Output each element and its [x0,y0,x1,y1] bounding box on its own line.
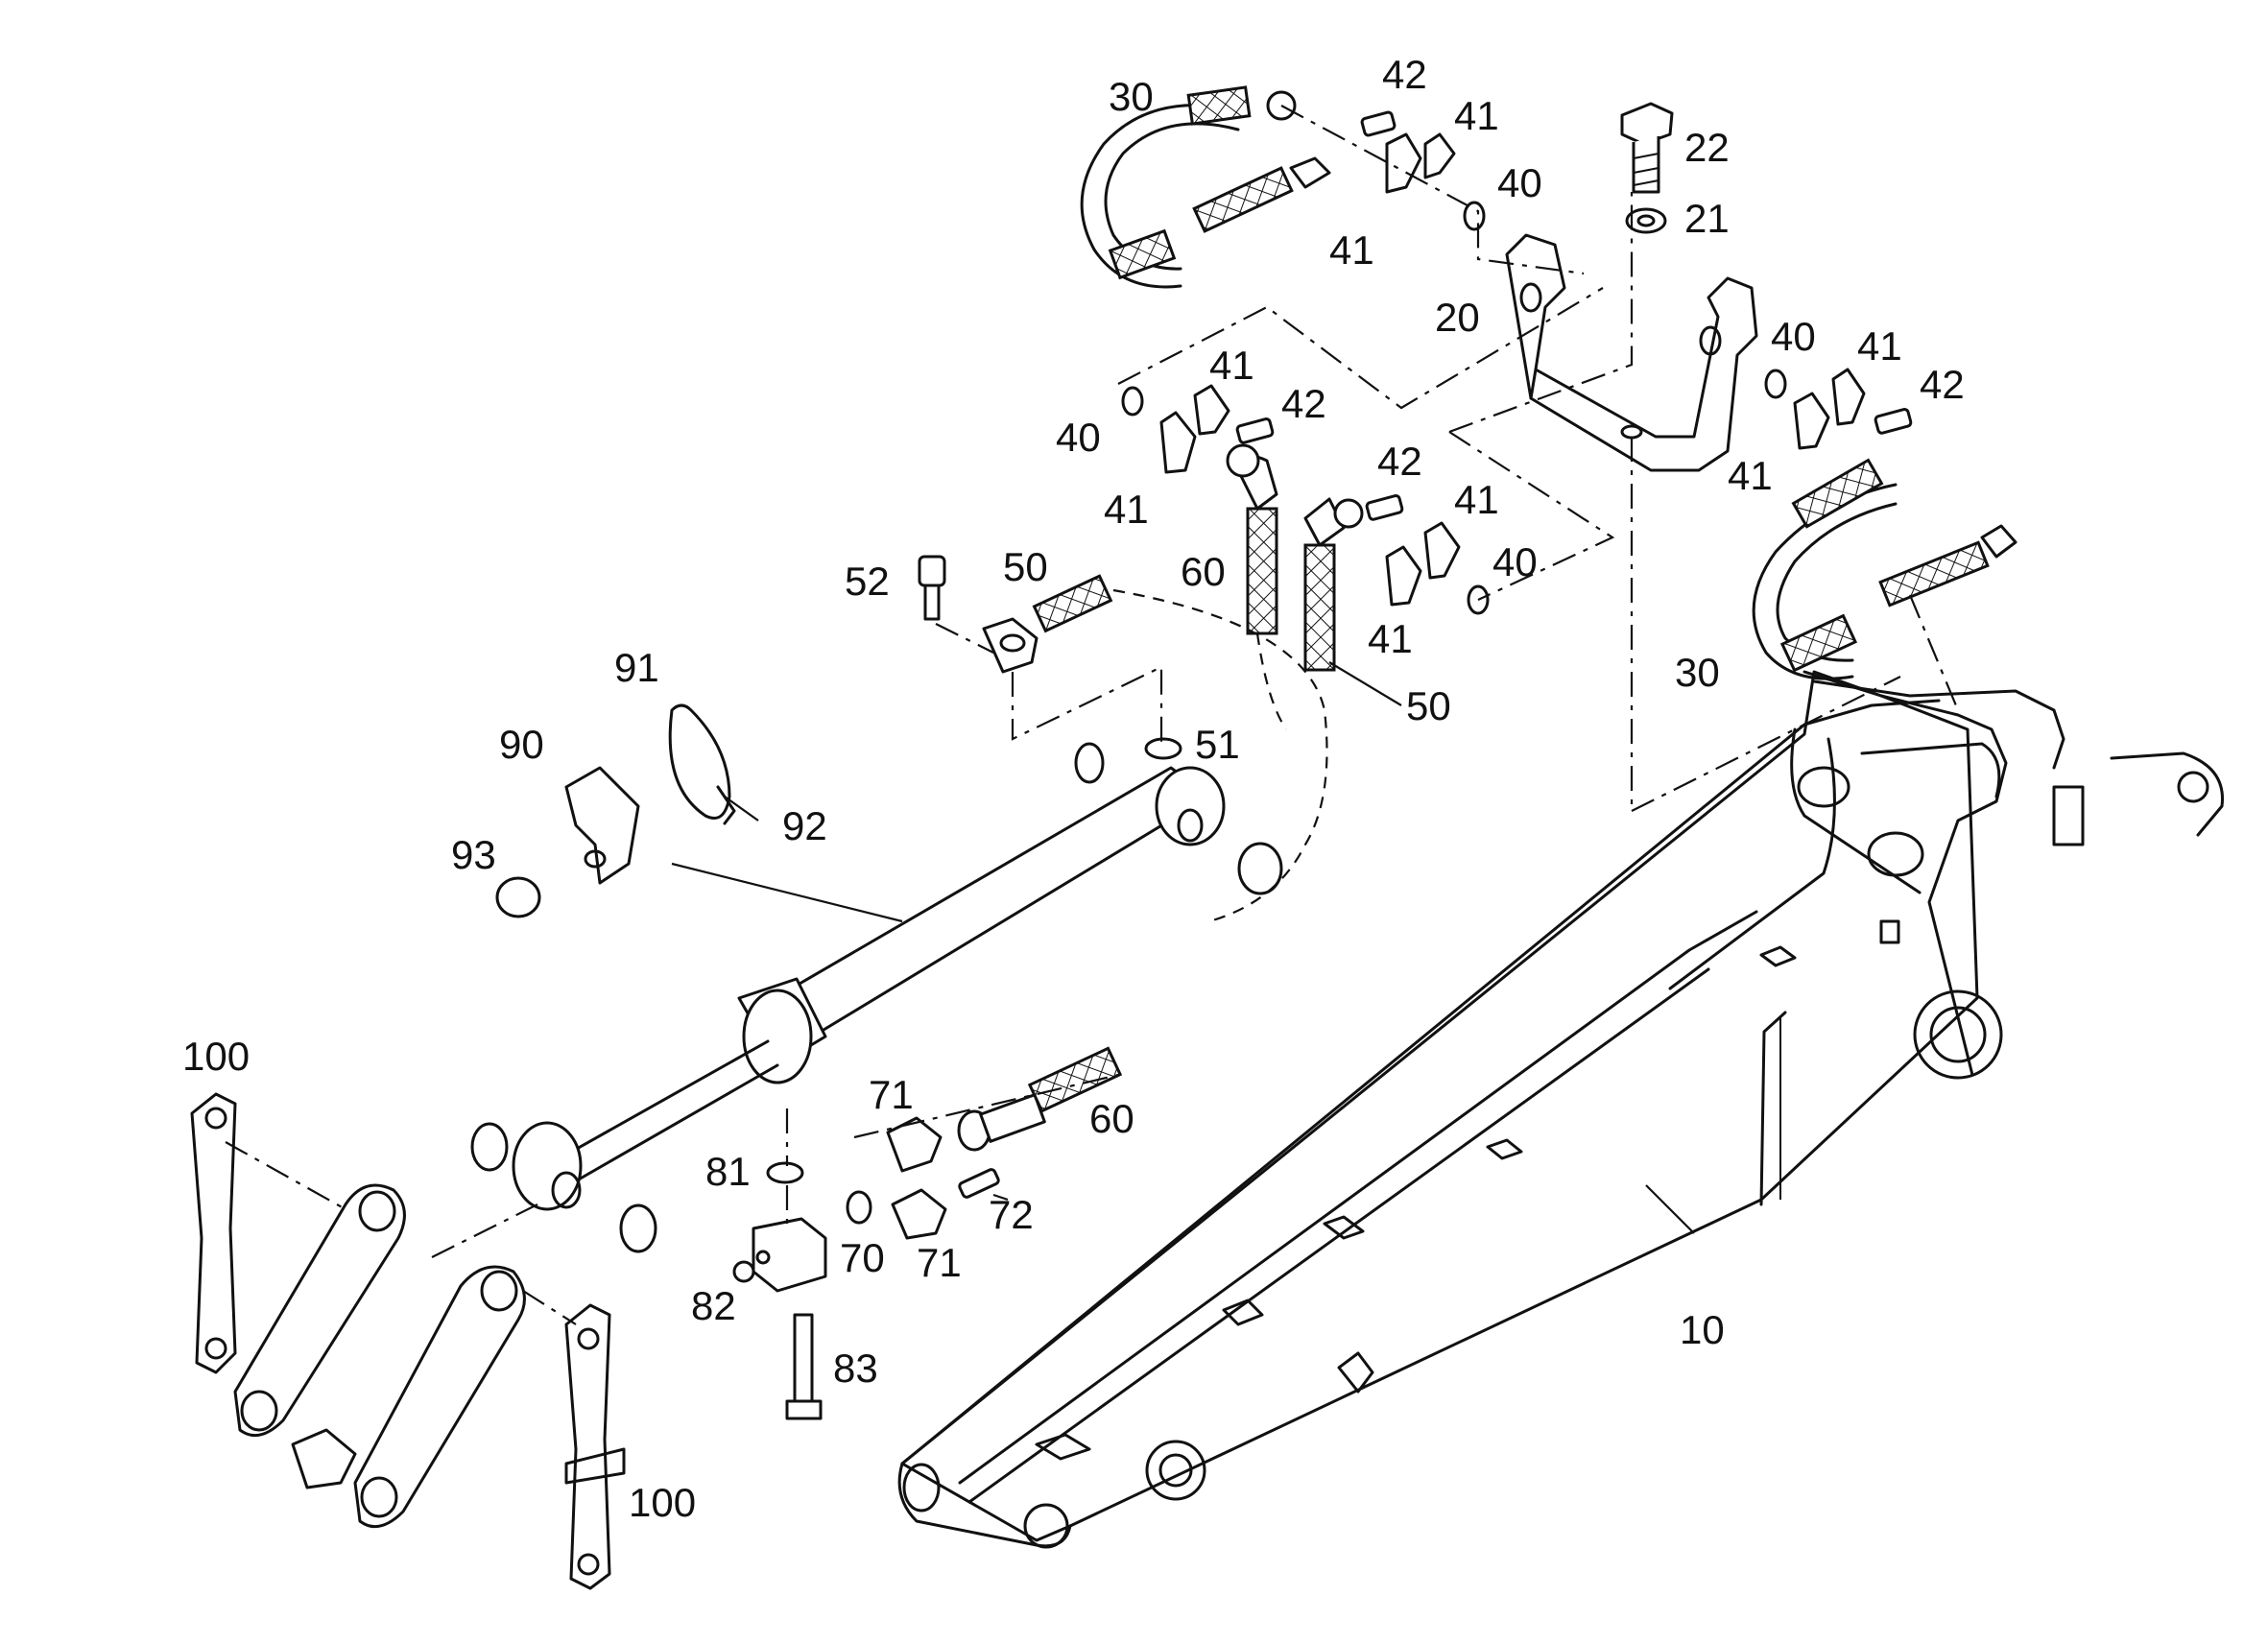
callout-71-b: 71 [917,1240,962,1285]
callout-40-d: 40 [1492,539,1538,584]
link-rod-left [233,1183,406,1438]
hose-50-fitting [982,574,1113,674]
callout-41-d: 41 [1104,487,1149,532]
hose-60-upper [1226,443,1278,635]
nut-93 [495,876,541,918]
strap-91 [668,703,731,820]
callout-50-b: 50 [1406,683,1451,728]
flange-set-middle-left [1121,384,1275,474]
guide-plate-100-right [564,1303,626,1590]
callout-41-c: 41 [1209,343,1254,388]
clamp-90 [564,766,640,885]
callout-30-right: 30 [1675,650,1720,695]
spacer [291,1428,357,1489]
guide-plate-100-left [190,1092,237,1374]
callout-41-g: 41 [1454,477,1499,522]
callout-82: 82 [691,1283,736,1328]
callout-70: 70 [840,1235,885,1280]
link-rod-right [353,1265,526,1529]
callout-42-d: 42 [1920,362,1965,407]
connector-lines [225,105,1960,1325]
callout-42-c: 42 [1377,439,1422,484]
flange-set-middle-right [1365,494,1490,615]
callout-10: 10 [1680,1307,1725,1352]
callout-41-f: 41 [1728,453,1773,498]
seal-51 [1144,737,1182,760]
hose-50-upper [1303,497,1364,672]
callout-81: 81 [705,1149,751,1194]
callout-30-top: 30 [1109,74,1154,119]
callout-91: 91 [614,645,659,690]
leader-lines [724,661,1402,1202]
callout-22: 22 [1684,125,1730,170]
callout-71-a: 71 [869,1072,914,1117]
hose-60-lower [957,1046,1123,1152]
callout-41-h: 41 [1368,616,1413,661]
callout-42-a: 42 [1382,52,1427,97]
clip-92 [716,785,736,825]
flange-set-right [1764,368,1913,450]
callout-41-e: 41 [1857,323,1902,369]
callout-41-b: 41 [1329,227,1374,273]
flange-set-71 [886,1116,947,1240]
callout-21: 21 [1684,196,1730,241]
screw-72 [958,1168,1000,1199]
callout-100-a: 100 [182,1034,250,1079]
callout-83: 83 [833,1346,878,1391]
callout-72: 72 [989,1192,1034,1237]
callout-100-b: 100 [629,1480,696,1525]
callout-52: 52 [845,559,890,604]
hose-assembly-30-top [1080,85,1331,289]
callout-93: 93 [451,832,496,877]
hose-assembly-30-right [1752,458,2017,680]
callout-20: 20 [1435,295,1480,340]
callout-90: 90 [499,722,544,767]
washer-21 [1625,207,1667,234]
callout-40-c: 40 [1056,415,1101,460]
bolt-22 [1620,102,1674,194]
seal-70 [846,1190,872,1225]
hydraulic-cylinder [470,742,1283,1253]
callout-41-a: 41 [1454,93,1499,138]
callout-40-a: 40 [1497,160,1542,205]
callout-60-a: 60 [1181,549,1226,594]
screw-52 [918,555,946,621]
valve-block-82 [732,1217,827,1293]
callout-60-b: 60 [1089,1096,1134,1141]
callout-42-b: 42 [1281,381,1326,426]
callout-51: 51 [1195,722,1240,767]
seal-81 [766,1161,804,1184]
boom [897,670,2224,1549]
callout-50-a: 50 [1003,544,1048,589]
bolt-83 [785,1313,823,1420]
callout-40-b: 40 [1771,314,1816,359]
callout-92: 92 [782,803,827,848]
callout-labels: 10 20 21 22 30 30 40 40 40 40 41 41 41 4… [182,52,1965,1525]
flange-set-top [1360,110,1486,231]
